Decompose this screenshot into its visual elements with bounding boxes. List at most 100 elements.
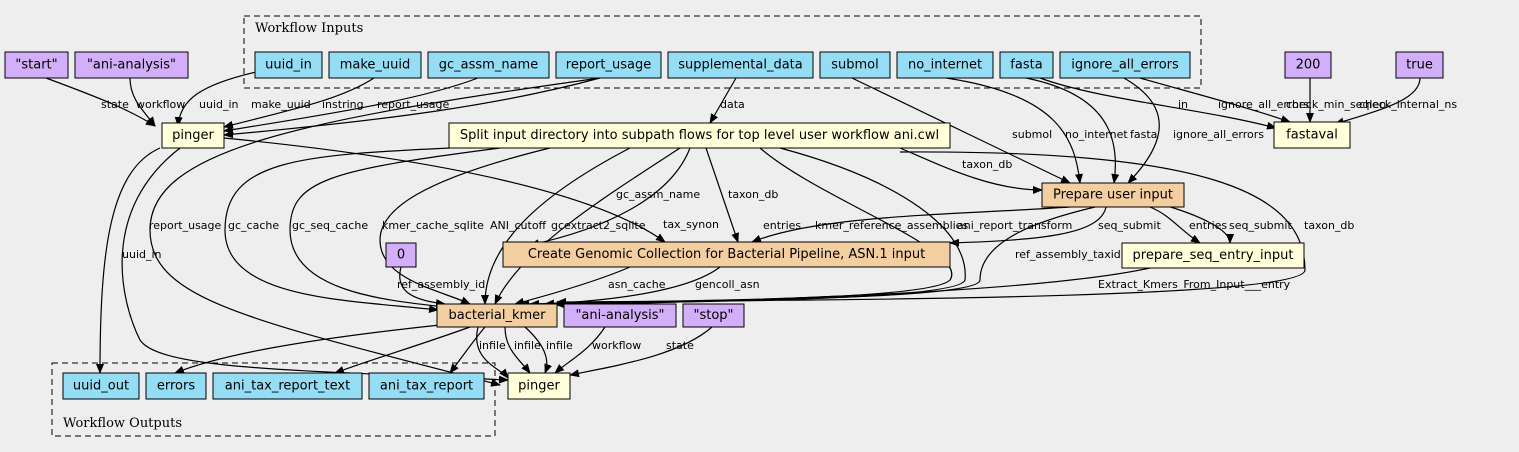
- node-ignore-all-errors[interactable]: ignore_all_errors: [1059, 51, 1191, 79]
- edge-label: ignore_all_errors: [1173, 128, 1264, 141]
- svg-text:Prepare user input: Prepare user input: [1053, 188, 1173, 203]
- svg-text:fasta: fasta: [1010, 58, 1042, 73]
- svg-text:bacterial_kmer: bacterial_kmer: [448, 308, 546, 323]
- svg-text:pinger: pinger: [518, 379, 560, 394]
- node-prepare-seq-entry-input[interactable]: prepare_seq_entry_input: [1121, 242, 1305, 269]
- node-report-usage[interactable]: report_usage: [555, 51, 662, 79]
- edge-label: gencoll_asn: [695, 278, 760, 291]
- edge-taxon-db-gc: [705, 147, 739, 243]
- node-fasta[interactable]: fasta: [999, 51, 1054, 79]
- node-uuid-in[interactable]: uuid_in: [254, 51, 323, 79]
- edge-report-usage-kmer: [149, 77, 601, 387]
- node-uuid-out[interactable]: uuid_out: [62, 372, 140, 400]
- edge-uuid-in-bottom: [121, 147, 509, 384]
- node-200-const[interactable]: 200: [1284, 51, 1332, 79]
- svg-text:ani_tax_report: ani_tax_report: [380, 379, 473, 394]
- edge-label: entries: [1189, 219, 1227, 232]
- node-stop-const[interactable]: "stop": [682, 303, 745, 328]
- node-gc-assm-name[interactable]: gc_assm_name: [427, 51, 550, 79]
- node-ani-tax-report[interactable]: ani_tax_report: [368, 372, 485, 400]
- edge-taxon-db-prep: [899, 147, 1043, 194]
- node-ani-analysis-const-bottom[interactable]: "ani-analysis": [563, 303, 677, 328]
- edge-label: ignore_all_errors: [1218, 98, 1309, 111]
- cluster-inputs-label: Workflow Inputs: [255, 21, 363, 36]
- svg-text:ignore_all_errors: ignore_all_errors: [1071, 58, 1179, 73]
- svg-text:Create Genomic Collection for: Create Genomic Collection for Bacterial …: [528, 247, 925, 262]
- edge-label: workflow: [136, 98, 185, 111]
- edges: state workflow uuid_in make_uuid instrin…: [45, 71, 1457, 387]
- node-supplemental-data[interactable]: supplemental_data: [667, 51, 814, 79]
- edge-label: ani_report_transform: [957, 219, 1072, 232]
- edge-state-bottom: [569, 326, 713, 378]
- svg-text:errors: errors: [157, 379, 195, 394]
- edge-label: state: [101, 98, 129, 111]
- edge-label: check_min_seqlen: [1286, 98, 1386, 111]
- edge-label: Extract_Kmers_From_Input___entry: [1098, 278, 1291, 291]
- svg-text:Split input directory into sub: Split input directory into subpath flows…: [460, 128, 939, 143]
- cluster-workflow-inputs: Workflow Inputs: [243, 15, 1202, 89]
- svg-text:supplemental_data: supplemental_data: [678, 58, 802, 73]
- edge-label: report_usage: [149, 219, 222, 232]
- edge-ani-cutoff: [481, 147, 631, 305]
- node-errors[interactable]: errors: [145, 372, 207, 400]
- node-prepare-user-input[interactable]: Prepare user input: [1041, 182, 1185, 208]
- edge-seq-submit-gc: [949, 206, 1107, 247]
- node-ani-tax-report-text[interactable]: ani_tax_report_text: [212, 372, 363, 400]
- svg-text:gc_assm_name: gc_assm_name: [439, 58, 538, 73]
- edge-gcextract2-sqlite: [494, 147, 681, 305]
- edge-kmer-ani-text: [334, 326, 471, 374]
- node-start-const[interactable]: "start": [4, 51, 69, 79]
- svg-text:"stop": "stop": [693, 308, 733, 323]
- edge-label: gc_seq_cache: [292, 219, 368, 232]
- node-split-input[interactable]: Split input directory into subpath flows…: [448, 122, 951, 149]
- edge-label: ref_assembly_taxid: [1015, 248, 1121, 261]
- edge-label: state: [666, 339, 694, 352]
- node-zero-const[interactable]: 0: [385, 242, 417, 268]
- svg-text:"start": "start": [15, 58, 57, 73]
- svg-text:ani_tax_report_text: ani_tax_report_text: [225, 379, 350, 394]
- node-create-genomic-collection[interactable]: Create Genomic Collection for Bacterial …: [502, 241, 951, 268]
- svg-text:make_uuid: make_uuid: [340, 58, 411, 73]
- edge-label: uuid_in: [122, 248, 162, 261]
- edge-ignore-prep: [1123, 77, 1160, 184]
- edge-kmer-uuid-out: [96, 147, 161, 374]
- edge-label: kmer_cache_sqlite: [382, 219, 484, 232]
- node-true-const[interactable]: true: [1395, 51, 1444, 79]
- edge-workflow-top: [129, 77, 156, 127]
- edge-tax-synon: [529, 147, 691, 248]
- svg-text:prepare_seq_entry_input: prepare_seq_entry_input: [1133, 248, 1294, 263]
- edge-label: tax_synon: [663, 218, 719, 231]
- node-submol[interactable]: submol: [819, 51, 891, 79]
- edge-ref-assembly-id: [399, 266, 446, 307]
- edge-label: infile: [546, 339, 573, 352]
- svg-text:"ani-analysis": "ani-analysis": [87, 58, 176, 73]
- edge-make-uuid: [223, 77, 375, 129]
- edge-label: submol: [1012, 128, 1052, 141]
- edge-kmer-errors: [174, 324, 441, 374]
- svg-text:uuid_out: uuid_out: [73, 379, 129, 394]
- svg-text:true: true: [1406, 58, 1433, 73]
- edge-no-internet: [945, 77, 1083, 184]
- node-fastaval[interactable]: fastaval: [1273, 121, 1351, 149]
- edge-entries-seq: [1149, 206, 1201, 244]
- edge-kmer-cache-sqlite: [379, 147, 551, 305]
- edge-data: [709, 77, 737, 124]
- edge-workflow-bottom: [554, 326, 606, 374]
- edge-label: asn_cache: [608, 278, 666, 291]
- svg-text:200: 200: [1296, 58, 1321, 73]
- node-ani-analysis-const-top[interactable]: "ani-analysis": [74, 51, 189, 79]
- node-pinger-top[interactable]: pinger: [161, 122, 225, 149]
- node-make-uuid[interactable]: make_uuid: [328, 51, 422, 79]
- edge-infile-3: [524, 326, 552, 374]
- edge-label: check_internal_ns: [1359, 98, 1457, 111]
- node-bacterial-kmer[interactable]: bacterial_kmer: [436, 303, 558, 328]
- edge-label: taxon_db: [1304, 219, 1354, 232]
- edge-fasta-prep: [1025, 77, 1120, 184]
- edge-extract-kmers: [556, 267, 1151, 309]
- edge-in: [1039, 77, 1277, 130]
- edge-label: fasta: [1130, 128, 1157, 141]
- node-no-internet[interactable]: no_internet: [896, 51, 994, 79]
- node-pinger-bottom[interactable]: pinger: [507, 372, 571, 400]
- edge-label: infile: [479, 339, 506, 352]
